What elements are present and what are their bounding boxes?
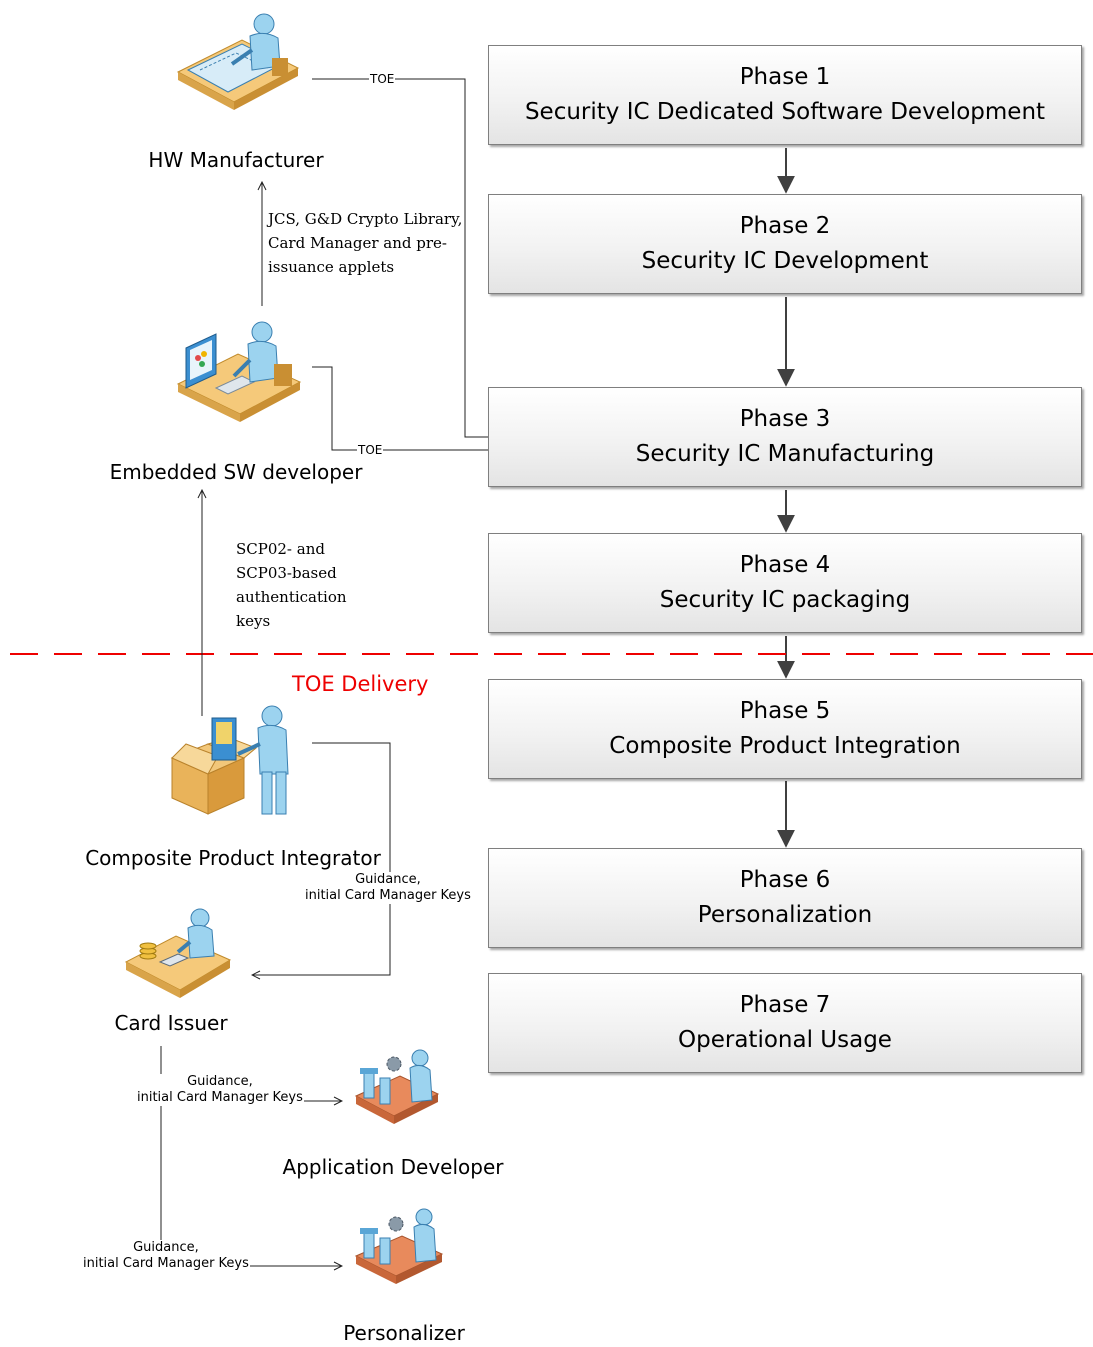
developer-at-computer-icon <box>176 321 302 422</box>
actor-card-issuer: Card Issuer <box>114 1011 228 1035</box>
phase-6-box: Phase 6 Personalization <box>488 848 1082 948</box>
phase-4-box: Phase 4 Security IC packaging <box>488 533 1082 633</box>
connector-integrator-to-issuer <box>252 742 391 975</box>
clerk-at-desk-with-coins-icon <box>124 908 232 998</box>
toe-label-sw: TOE <box>357 443 384 457</box>
phase-4-title: Phase 4 <box>739 552 831 578</box>
phase-5-subtitle: Composite Product Integration <box>609 733 961 759</box>
actor-hw-manufacturer: HW Manufacturer <box>148 148 324 172</box>
issuer-to-appdev-note: Guidance, initial Card Manager Keys <box>136 1074 304 1106</box>
actor-application-developer: Application Developer <box>282 1155 504 1179</box>
person-with-package-icon <box>170 705 289 815</box>
phase-1-subtitle: Security IC Dedicated Software Developme… <box>524 99 1046 125</box>
phase-2-title: Phase 2 <box>739 213 831 239</box>
phase-5-title: Phase 5 <box>739 698 831 724</box>
issuer-to-personalizer-note: Guidance, initial Card Manager Keys <box>82 1240 250 1272</box>
integrator-to-sw-note: SCP02- and SCP03-based authentication ke… <box>236 540 347 630</box>
phase-4-subtitle: Security IC packaging <box>659 587 911 613</box>
actor-composite-product-integrator: Composite Product Integrator <box>85 846 381 870</box>
phase-7-subtitle: Operational Usage <box>678 1027 892 1053</box>
actor-embedded-sw-developer: Embedded SW developer <box>109 460 363 484</box>
phase-7-title: Phase 7 <box>739 992 831 1018</box>
phase-3-box: Phase 3 Security IC Manufacturing <box>488 387 1082 487</box>
phase-7-box: Phase 7 Operational Usage <box>488 973 1082 1073</box>
phase-3-subtitle: Security IC Manufacturing <box>635 441 935 467</box>
phase-2-subtitle: Security IC Development <box>641 248 929 274</box>
actor-personalizer: Personalizer <box>343 1321 465 1345</box>
integrator-to-issuer-note: Guidance, initial Card Manager Keys <box>304 872 472 904</box>
phase-6-title: Phase 6 <box>739 867 831 893</box>
phase-3-title: Phase 3 <box>739 406 831 432</box>
factory-conveyor-worker-icon <box>354 1049 440 1124</box>
toe-label-hw: TOE <box>369 72 396 86</box>
phase-2-box: Phase 2 Security IC Development <box>488 194 1082 294</box>
factory-conveyor-worker-icon <box>354 1208 444 1284</box>
connector-sw-to-phase3 <box>312 366 518 450</box>
phase-6-subtitle: Personalization <box>697 902 873 928</box>
phase-1-box: Phase 1 Security IC Dedicated Software D… <box>488 45 1082 145</box>
toe-delivery-label: TOE Delivery <box>292 672 429 696</box>
sw-to-hw-note: JCS, G&D Crypto Library, Card Manager an… <box>268 210 463 276</box>
phase-5-box: Phase 5 Composite Product Integration <box>488 679 1082 779</box>
designer-at-drafting-table-icon <box>176 13 300 110</box>
phase-1-title: Phase 1 <box>739 64 831 90</box>
